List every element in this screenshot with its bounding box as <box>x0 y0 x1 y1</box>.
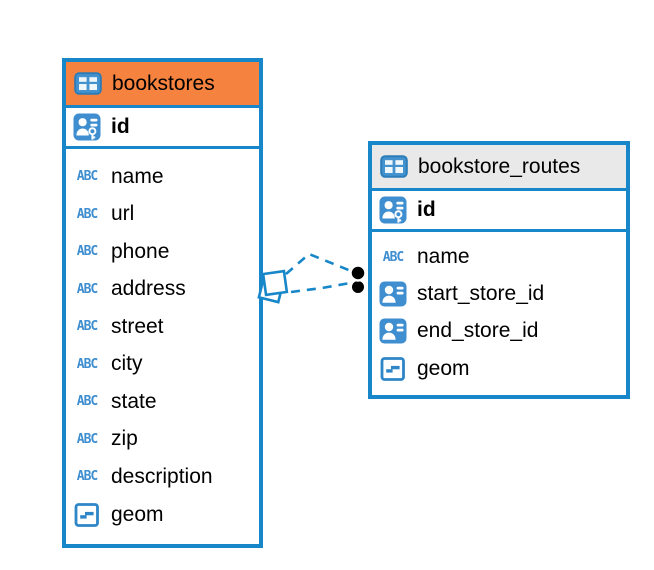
table-row[interactable]: ABC city <box>66 352 259 376</box>
table-header[interactable]: bookstores <box>66 62 259 108</box>
geometry-icon <box>72 502 102 528</box>
column-name: name <box>417 245 470 269</box>
table-title: bookstore_routes <box>418 154 581 178</box>
foreign-key-icon <box>378 281 408 307</box>
table-row[interactable]: ABC url <box>66 202 259 226</box>
column-name: id <box>417 198 436 221</box>
table-row[interactable]: id <box>66 113 259 141</box>
relation-line-upper[interactable] <box>285 252 352 275</box>
relation-endpoint-dot-lower <box>350 279 366 295</box>
relation-line-lower[interactable] <box>290 281 351 294</box>
table-icon <box>379 155 409 178</box>
entity-table-bookstores[interactable]: bookstores id ABC name ABC url ABC phone… <box>62 58 263 548</box>
text-icon: ABC <box>76 394 99 410</box>
column-name: geom <box>417 356 470 380</box>
table-row[interactable]: ABC street <box>66 315 259 339</box>
table-row[interactable]: ABC name <box>372 245 626 269</box>
table-row[interactable]: ABC state <box>66 390 259 414</box>
column-name: start_store_id <box>417 281 545 305</box>
text-icon: ABC <box>76 319 99 335</box>
column-name: city <box>111 352 143 376</box>
text-icon: ABC <box>76 206 99 222</box>
table-columns-section: ABC name start_store_id end_store_id geo… <box>372 232 626 395</box>
primary-key-icon <box>72 113 102 141</box>
text-icon: ABC <box>76 431 99 447</box>
text-icon: ABC <box>382 249 405 265</box>
table-row[interactable]: ABC name <box>66 165 259 189</box>
column-name: url <box>111 202 135 226</box>
table-row[interactable]: ABC phone <box>66 240 259 264</box>
table-icon <box>73 72 103 95</box>
column-name: id <box>111 115 130 138</box>
foreign-key-icon <box>378 318 408 344</box>
text-icon: ABC <box>76 469 99 485</box>
table-row[interactable]: geom <box>66 502 259 528</box>
text-icon: ABC <box>76 244 99 260</box>
text-icon: ABC <box>76 169 99 185</box>
table-columns-section: ABC name ABC url ABC phone ABC address A… <box>66 149 259 544</box>
table-row[interactable]: id <box>372 196 626 224</box>
text-icon: ABC <box>76 356 99 372</box>
table-row[interactable]: ABC address <box>66 277 259 301</box>
entity-table-bookstore-routes[interactable]: bookstore_routes id ABC name start_store… <box>368 141 630 399</box>
primary-key-icon <box>378 196 408 224</box>
table-row[interactable]: ABC description <box>66 465 259 489</box>
table-row[interactable]: geom <box>372 356 626 382</box>
column-name: name <box>111 164 164 188</box>
relation-endpoint-dot-upper <box>349 264 367 282</box>
column-name: zip <box>111 427 138 451</box>
column-name: address <box>111 277 186 301</box>
column-name: phone <box>111 239 170 263</box>
relation-source-marker <box>261 269 289 297</box>
table-key-section: id <box>372 191 626 232</box>
table-title: bookstores <box>112 71 215 95</box>
text-icon: ABC <box>76 281 99 297</box>
table-row[interactable]: start_store_id <box>372 281 626 307</box>
column-name: end_store_id <box>417 319 539 343</box>
table-row[interactable]: ABC zip <box>66 427 259 451</box>
geometry-icon <box>378 356 408 382</box>
column-name: state <box>111 389 157 413</box>
column-name: description <box>111 464 213 488</box>
column-name: street <box>111 314 164 338</box>
table-row[interactable]: end_store_id <box>372 318 626 344</box>
column-name: geom <box>111 503 164 527</box>
table-key-section: id <box>66 108 259 149</box>
relation-bookstores-to-bookstore-routes[interactable] <box>257 252 367 304</box>
table-header[interactable]: bookstore_routes <box>372 145 626 191</box>
